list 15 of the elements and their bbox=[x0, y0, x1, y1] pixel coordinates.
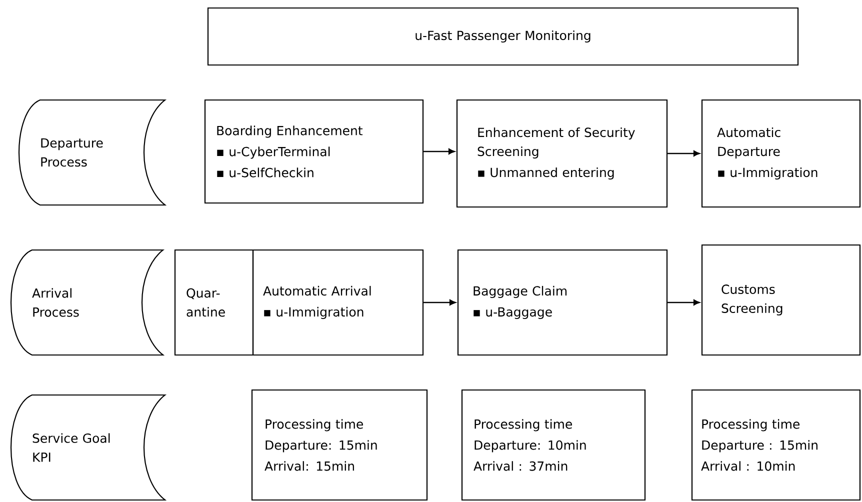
process-box: Automatic Departure ▪ u-Immigration bbox=[701, 99, 861, 208]
quarantine-box: Quar- antine bbox=[174, 249, 254, 356]
arrow bbox=[668, 300, 700, 306]
arrow bbox=[424, 148, 455, 154]
kpi-box: Processing time Departure: 15min Arrival: 15min bbox=[251, 389, 428, 501]
title-box: u-Fast Passenger Monitoring bbox=[207, 7, 799, 66]
kpi-box: Processing time Departure: 10min Arrival : 37min bbox=[461, 389, 646, 501]
process-box: Customs Screening bbox=[701, 244, 861, 356]
kpi-box: Processing time Departure : 15min Arrival : 10min bbox=[691, 389, 861, 501]
process-box: Baggage Claim ▪ u-Baggage bbox=[457, 249, 668, 356]
process-box: Boarding Enhancement ▪ u-CyberTerminal ▪ u-SelfCheckin bbox=[204, 99, 424, 204]
process-box: Automatic Arrival ▪ u-Immigration bbox=[252, 249, 424, 356]
arrow bbox=[668, 150, 700, 156]
process-box: Enhancement of Security Screening ▪ Unmanned entering bbox=[456, 99, 668, 208]
arrow bbox=[424, 300, 456, 306]
